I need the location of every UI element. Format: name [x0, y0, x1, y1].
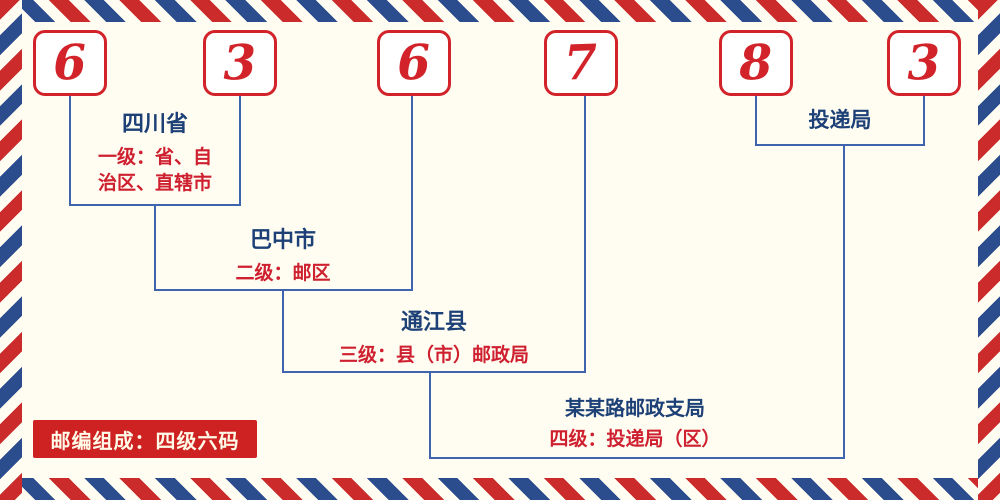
- digit-1: 6: [52, 34, 88, 92]
- digit-box-4: 7: [544, 30, 618, 96]
- digit-box-6: 3: [887, 30, 961, 96]
- digit-box-5: 8: [719, 30, 793, 96]
- delivery-bracket-bottom-line: [755, 144, 925, 146]
- digit-2: 3: [222, 34, 258, 92]
- level1-description-line2: 治区、直辖市: [97, 172, 212, 195]
- digit-box-1: 6: [33, 30, 107, 96]
- level2-description: 二级：邮区: [235, 262, 331, 285]
- delivery-office-label-group: 投递局: [755, 108, 925, 133]
- level3-bracket-right-line: [584, 96, 586, 373]
- delivery-bracket-left-line: [755, 96, 757, 146]
- airmail-stripe-right: [978, 0, 1000, 500]
- level2-label-group: 巴中市 二级：邮区: [173, 228, 393, 287]
- level1-label-group: 四川省 一级：省、自 治区、直辖市: [69, 112, 241, 197]
- digit-4: 7: [563, 34, 599, 92]
- level4-description: 四级：投递局（区）: [549, 428, 721, 450]
- delivery-office-label: 投递局: [808, 108, 872, 132]
- digit-6: 3: [906, 34, 942, 92]
- level4-bracket-left-line: [429, 372, 431, 459]
- level3-bracket-left-line: [282, 290, 284, 373]
- airmail-stripe-bottom: [0, 478, 1000, 500]
- airmail-stripe-top: [0, 0, 1000, 22]
- level4-bracket-right-line: [843, 145, 845, 459]
- level3-description: 三级：县（市）邮政局: [338, 344, 529, 367]
- level1-region-name: 四川省: [121, 112, 188, 137]
- postal-code-composition-badge: 邮编组成：四级六码: [33, 420, 257, 458]
- delivery-bracket-right-line: [923, 96, 925, 146]
- level1-bracket-left-line: [69, 96, 71, 206]
- digit-5: 8: [738, 34, 774, 92]
- level1-description-line1: 一级：省、自: [97, 146, 212, 169]
- airmail-stripe-left: [0, 0, 22, 500]
- level2-bracket-right-line: [411, 96, 413, 291]
- digit-box-3: 6: [377, 30, 451, 96]
- level4-bracket-bottom-line: [429, 457, 845, 459]
- level3-label-group: 通江县 三级：县（市）邮政局: [284, 310, 584, 369]
- digit-box-2: 3: [203, 30, 277, 96]
- level1-bracket-right-line: [239, 96, 241, 206]
- level4-label-group: 某某路邮政支局 四级：投递局（区）: [485, 396, 785, 453]
- level2-region-name: 巴中市: [249, 228, 316, 253]
- level2-bracket-left-line: [154, 205, 156, 291]
- level3-bracket-bottom-line: [282, 371, 586, 373]
- level3-region-name: 通江县: [400, 310, 467, 335]
- digit-3: 6: [396, 34, 432, 92]
- level4-region-name: 某某路邮政支局: [565, 396, 705, 420]
